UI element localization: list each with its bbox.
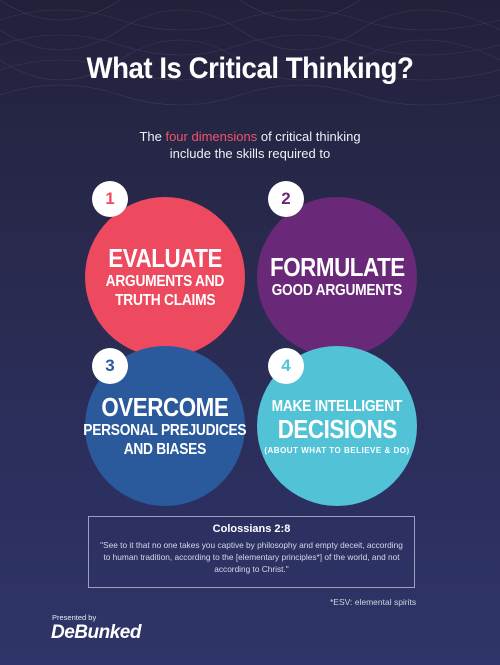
dimension-circle-formulate: Formulate Good Arguments	[257, 197, 417, 357]
intro-text: The four dimensions of critical thinking…	[0, 128, 500, 162]
verse-reference: Colossians 2:8	[212, 523, 291, 535]
dimension-4-note: (about what to believe & do)	[264, 445, 410, 455]
dimension-3-subtitle-2: and Biases	[123, 440, 207, 458]
presented-by-label: Presented by	[52, 613, 97, 622]
number-badge-4: 4	[268, 348, 304, 384]
page-title: What Is Critical Thinking?	[86, 52, 414, 85]
debunked-logo: DeBunked	[51, 622, 141, 643]
intro-line-2: include the skills required to	[169, 146, 331, 161]
dimension-3-title: Overcome	[101, 391, 229, 422]
dimension-circle-evaluate: Evaluate Arguments and Truth Claims	[85, 197, 245, 357]
intro-prefix: The	[139, 129, 166, 144]
verse-text: "See to it that no one takes you captive…	[100, 540, 403, 574]
dimension-circle-overcome: Overcome Personal Prejudices and Biases	[83, 346, 247, 506]
dimension-1-title: Evaluate	[108, 242, 222, 273]
footnote: *ESV: elemental spirits	[330, 597, 417, 607]
dimension-2-title: Formulate	[269, 251, 405, 282]
number-badge-2: 2	[268, 181, 304, 217]
dimension-1-subtitle-2: Truth Claims	[114, 291, 216, 309]
dimension-4-subtitle: Make Intelligent	[271, 397, 403, 415]
number-badge-1: 1	[92, 181, 128, 217]
dimension-2-subtitle: Good Arguments	[271, 282, 403, 300]
number-badge-3: 3	[92, 348, 128, 384]
dimension-1-subtitle-1: Arguments and	[105, 272, 225, 290]
background-pattern	[0, 0, 500, 106]
dimension-4-title: Decisions	[277, 413, 397, 444]
intro-highlight: four dimensions	[165, 129, 258, 144]
verse-box: Colossians 2:8 "See to it that no one ta…	[88, 516, 415, 588]
intro-suffix: of critical thinking	[257, 129, 361, 144]
dimension-3-subtitle-1: Personal Prejudices	[83, 421, 247, 439]
intro-line-1: The four dimensions of critical thinking	[0, 128, 500, 145]
